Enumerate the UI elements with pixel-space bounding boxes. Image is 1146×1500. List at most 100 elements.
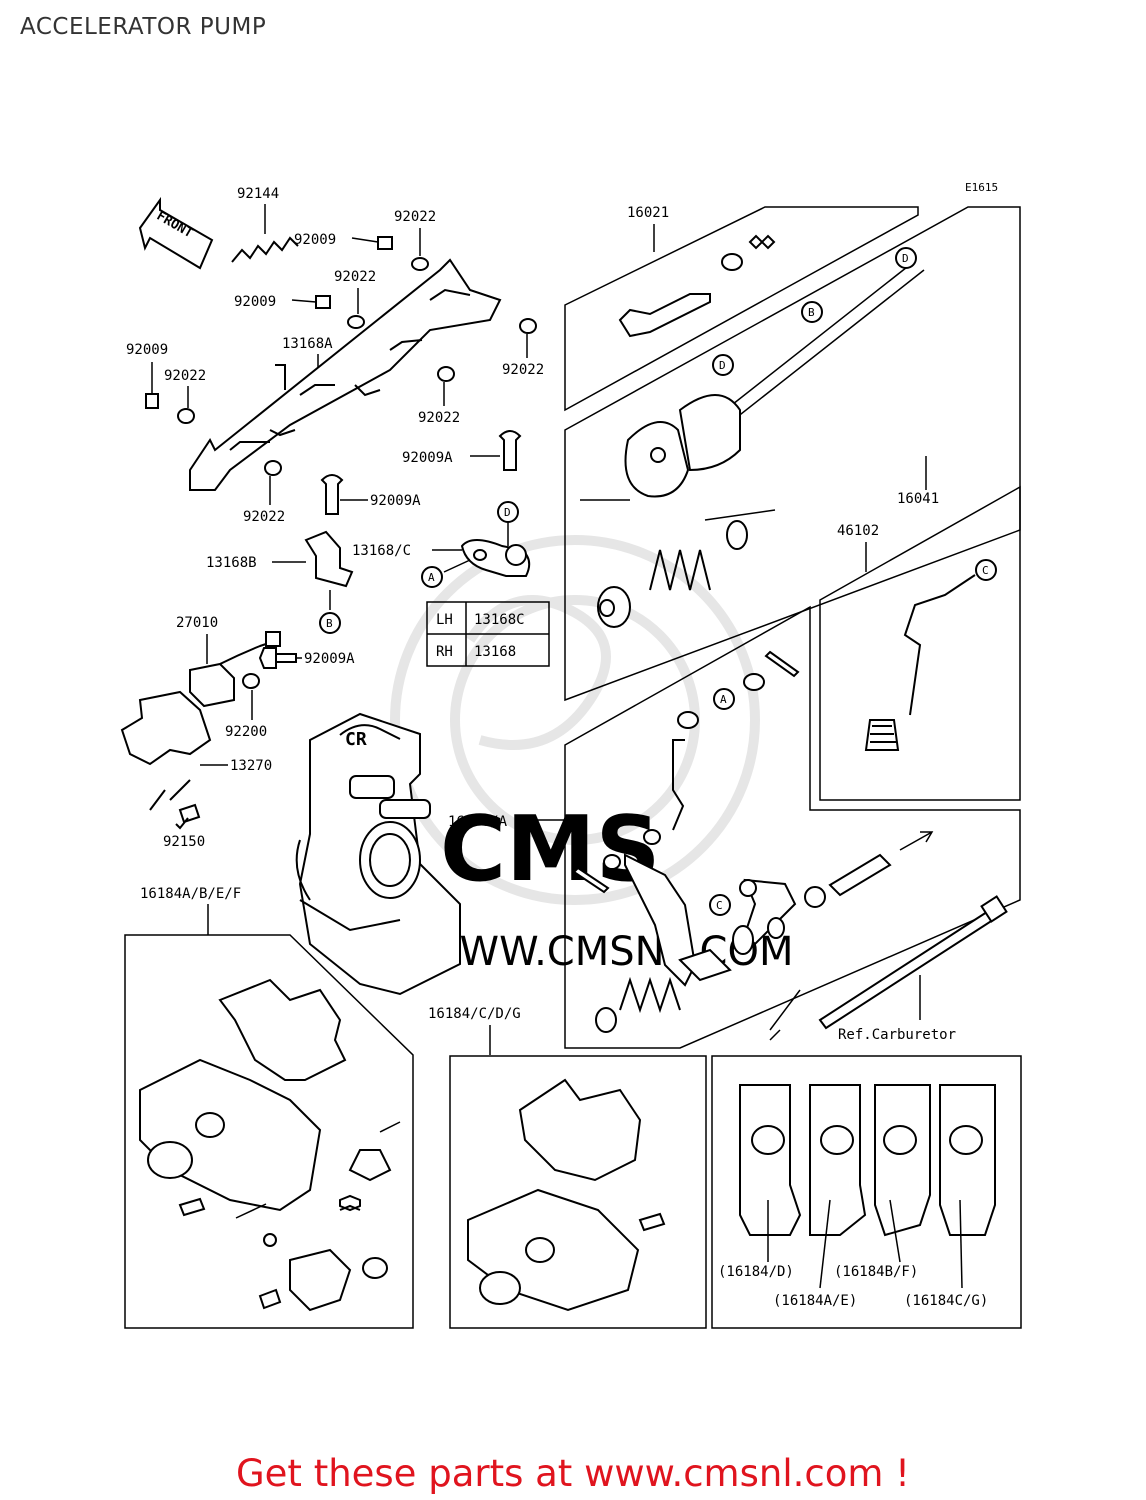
callout-92022-f: 92022 — [243, 509, 285, 525]
bracket-13168A — [189, 258, 502, 491]
washer-92022-e — [437, 366, 455, 382]
callout-92022-a: 92022 — [394, 209, 436, 225]
washer-92022-a — [411, 257, 429, 271]
box-16184ABEF — [124, 934, 414, 1329]
front-arrow-icon: FRONT — [138, 196, 214, 270]
table-side-lh: LH — [436, 612, 453, 628]
callout-92009A-a: 92009A — [402, 450, 453, 466]
marker-D2: D — [712, 354, 734, 376]
callout-13168A: 13168A — [282, 336, 333, 352]
svg-text:C: C — [982, 564, 989, 577]
svg-text:D: D — [719, 359, 726, 372]
screw-16170 — [828, 853, 892, 897]
marker-B1: B — [319, 612, 341, 634]
carburetor-body: CR — [295, 712, 461, 996]
table-side-rh: RH — [436, 644, 453, 660]
long-screw — [818, 908, 998, 1030]
marker-A2: A — [713, 688, 735, 710]
table-part-rh: 13168 — [474, 644, 516, 660]
washer-92022-d — [519, 318, 537, 334]
spring-16041 — [649, 549, 711, 591]
svg-text:B: B — [808, 306, 815, 319]
callout-16184ABEF: 16184A/B/E/F — [140, 886, 241, 902]
washer-92200 — [242, 673, 260, 689]
screw-92009-c — [145, 393, 159, 409]
screw-92009-a — [377, 236, 393, 250]
callout-ref-carburetor: Ref.Carburetor — [838, 1027, 956, 1043]
marker-D3: D — [895, 247, 917, 269]
float-bowl-16184ABEF — [139, 1058, 322, 1212]
hose-46102 — [903, 574, 976, 716]
svg-text:CR: CR — [345, 729, 367, 750]
svg-text:D: D — [504, 506, 511, 519]
callout-92150: 92150 — [163, 834, 205, 850]
callout-16184CG: (16184C/G) — [904, 1293, 988, 1309]
callout-16021: 16021 — [627, 205, 669, 221]
washer-92022-c — [177, 408, 195, 424]
box-16041 — [564, 206, 1021, 702]
svg-text:B: B — [326, 617, 333, 630]
lever-16170 — [624, 853, 697, 987]
marker-B2: B — [801, 301, 823, 323]
callout-92022-e: 92022 — [418, 410, 460, 426]
washer-92022-b — [347, 315, 365, 329]
callout-92022-d: 92022 — [502, 362, 544, 378]
gasket-16184ABEF — [218, 978, 347, 1081]
callout-92009-c: 92009 — [126, 342, 168, 358]
callout-92009-a: 92009 — [294, 232, 336, 248]
rod-16170 — [672, 739, 685, 831]
callout-13168C: 13168/C — [352, 543, 411, 559]
screw-92009A-b — [320, 474, 344, 515]
callout-16184AE: (16184A/E) — [773, 1293, 857, 1309]
spring-92144 — [231, 236, 299, 263]
callout-92200: 92200 — [225, 724, 267, 740]
callout-16170A: 16170/A — [448, 814, 508, 830]
box-16021 — [564, 206, 919, 412]
marker-D1: D — [497, 501, 519, 523]
box-gaskets — [711, 1055, 1022, 1329]
sensor-27010 — [189, 662, 235, 708]
box-46102 — [819, 485, 1021, 801]
svg-text:D: D — [902, 252, 909, 265]
callout-27010: 27010 — [176, 615, 218, 631]
screw-92009A-a — [498, 430, 522, 471]
callout-13168B: 13168B — [206, 555, 257, 571]
screw-92009A-c — [258, 647, 297, 669]
diagram-code: E1615 — [965, 181, 998, 194]
table-part-lh: 13168C — [474, 612, 525, 628]
gasket-16184CDG — [518, 1078, 642, 1182]
washer-92022-f — [264, 460, 282, 476]
cam-16170 — [743, 878, 797, 946]
callout-92022-c: 92022 — [164, 368, 206, 384]
needle-16021 — [618, 293, 711, 338]
marker-A1: A — [421, 566, 443, 588]
callout-16184D: (16184/D) — [718, 1264, 794, 1280]
box-16170A — [564, 605, 1021, 1049]
page-title: ACCELERATOR PUMP — [20, 14, 267, 40]
side-table: LH 13168C RH 13168 — [426, 601, 550, 667]
callout-92009-b: 92009 — [234, 294, 276, 310]
watermark-logo: CMS WWW.CMSNL.COM — [390, 535, 793, 975]
callout-92022-b: 92022 — [334, 269, 376, 285]
svg-text:A: A — [428, 571, 435, 584]
marker-C2: C — [709, 894, 731, 916]
watermark-text: WWW.CMSNL.COM — [420, 929, 793, 975]
screw-92009-b — [315, 295, 331, 309]
exploded-parts-diagram: CMS WWW.CMSNL.COM E1615 FRONT 92144 9200… — [120, 181, 1022, 1329]
callout-16184BF: (16184B/F) — [834, 1264, 918, 1280]
callout-16184CDG: 16184/C/D/G — [428, 1006, 521, 1022]
plate-13270 — [120, 690, 212, 766]
callout-16041: 16041 — [897, 491, 939, 507]
callout-46102: 46102 — [837, 523, 879, 539]
svg-text:C: C — [716, 899, 723, 912]
callout-92009A-c: 92009A — [304, 651, 355, 667]
box-16184CDG — [449, 1055, 707, 1329]
screw-92150 — [175, 803, 201, 830]
marker-C1: C — [975, 559, 997, 581]
callout-92144: 92144 — [237, 186, 279, 202]
gasket-group — [739, 1084, 996, 1237]
callout-13270: 13270 — [230, 758, 272, 774]
svg-text:A: A — [720, 693, 727, 706]
footer-link[interactable]: Get these parts at www.cmsnl.com ! — [235, 1452, 910, 1495]
svg-text:CMS: CMS — [440, 797, 660, 902]
